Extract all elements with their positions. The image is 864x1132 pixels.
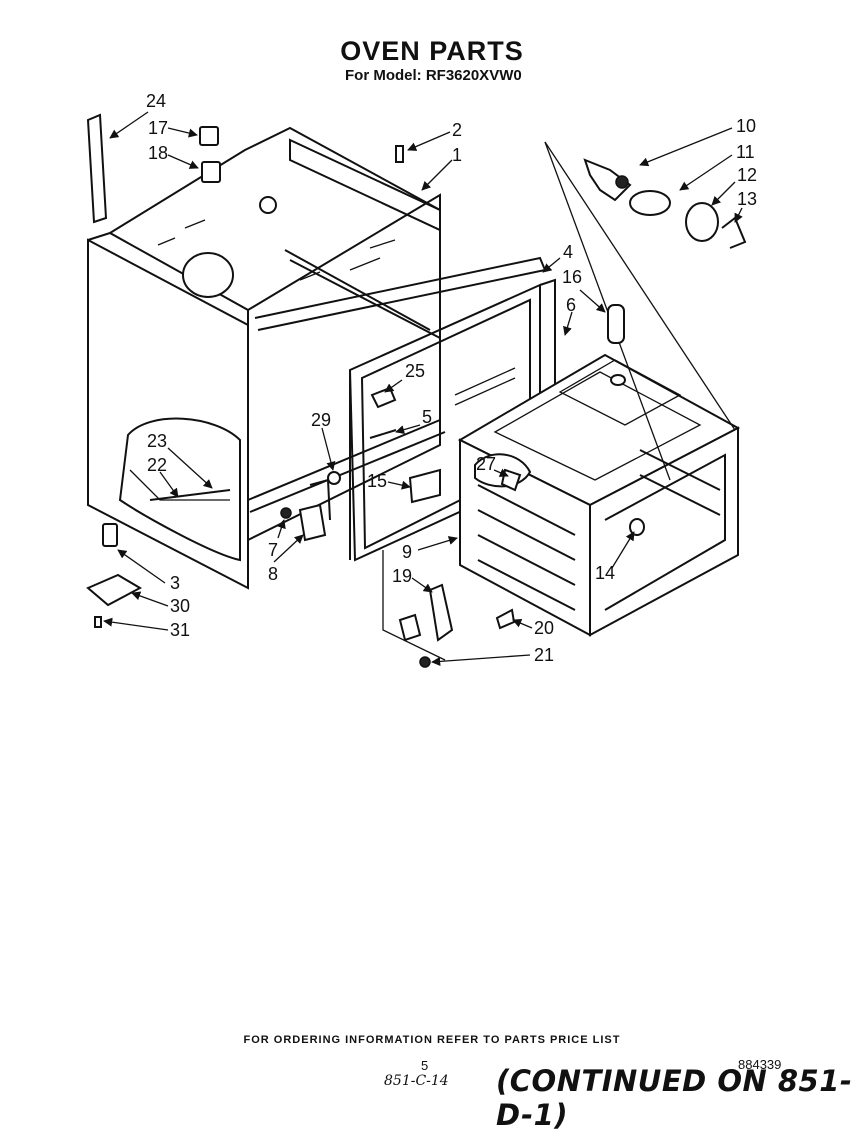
callout-3: 3 (170, 573, 181, 593)
model-subtitle: For Model: RF3620XVW0 (345, 67, 522, 84)
callout-19: 19 (392, 566, 413, 586)
callout-13: 13 (737, 189, 758, 209)
page-number: 5 (421, 1058, 429, 1073)
callout-16: 16 (562, 267, 583, 287)
parts-19-20-21 (382, 550, 516, 668)
part-16-tube (607, 304, 626, 386)
callout-15: 15 (367, 471, 388, 491)
parts-7-8 (280, 478, 331, 542)
document-number: 884339 (738, 1057, 782, 1072)
callout-23: 23 (147, 431, 168, 451)
callout-1: 1 (452, 145, 463, 165)
callout-18: 18 (148, 143, 169, 163)
light-assembly (544, 141, 747, 481)
continued-note: (CONTINUED ON 851-D-1) (496, 1064, 853, 1132)
callout-12: 12 (737, 165, 758, 185)
callout-24: 24 (146, 91, 167, 111)
callout-11: 11 (736, 142, 755, 162)
small-parts-center (327, 386, 441, 504)
part-17-18-blocks (199, 126, 221, 183)
ordering-info: FOR ORDERING INFORMATION REFER TO PARTS … (243, 1034, 621, 1046)
callout-17: 17 (148, 118, 169, 138)
callout-30: 30 (170, 596, 191, 616)
page-title: OVEN PARTS (340, 36, 524, 66)
callout-25: 25 (405, 361, 426, 381)
handwritten-reference: 851-C-14 (384, 1073, 449, 1089)
callout-20: 20 (534, 618, 555, 638)
oven-cabinet-body (87, 126, 547, 590)
oven-liner (457, 353, 741, 637)
callout-9: 9 (402, 542, 413, 562)
callout-7: 7 (268, 540, 279, 560)
part-2-screw (395, 145, 404, 163)
exploded-parts-diagram (86, 111, 747, 668)
leader-lines (103, 111, 743, 666)
callout-14: 14 (595, 563, 616, 583)
parts-3-30-31 (86, 523, 143, 628)
callout-5: 5 (422, 407, 433, 427)
callout-4: 4 (563, 242, 574, 262)
part-24-strip (86, 113, 108, 224)
callout-2: 2 (452, 120, 463, 140)
callout-6: 6 (566, 295, 577, 315)
callout-8: 8 (268, 564, 279, 584)
callout-27: 27 (476, 454, 497, 474)
callout-29: 29 (311, 410, 332, 430)
callout-22: 22 (147, 455, 168, 475)
callout-31: 31 (170, 620, 191, 640)
callout-10: 10 (736, 116, 757, 136)
callout-21: 21 (534, 645, 555, 665)
